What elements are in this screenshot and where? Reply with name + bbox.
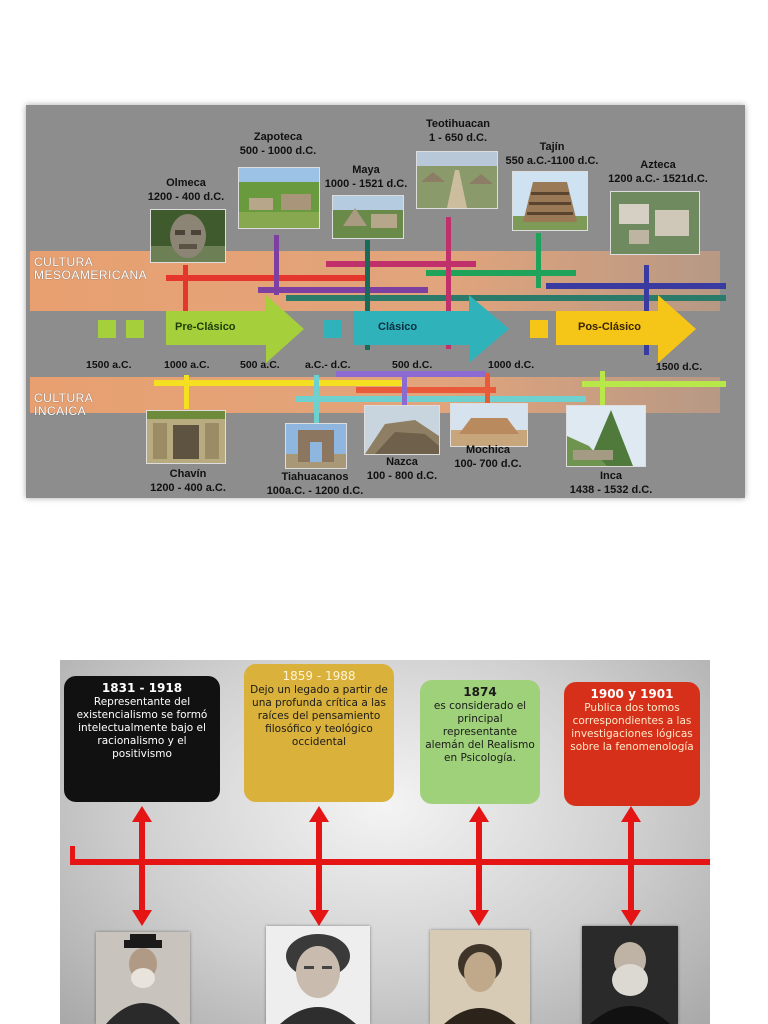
- year-tick-1500dc: 1500 d.C.: [656, 361, 703, 373]
- connector-arrow-4: [621, 806, 641, 926]
- preclasico-square-1: [98, 320, 116, 338]
- meso-line-olmeca: [166, 275, 366, 281]
- andean-line-mochica: [356, 387, 496, 393]
- culture-chavin: Chavín 1200 - 400 a.C.: [150, 468, 226, 494]
- clasico-square: [324, 320, 342, 338]
- meso-line-teotihuacan: [286, 295, 726, 301]
- clasico-arrow: [353, 295, 509, 363]
- culture-zapoteca: Zapoteca 500 - 1000 d.C.: [239, 131, 317, 157]
- andean-connector-chavin: [184, 375, 189, 409]
- portrait-3: [430, 930, 530, 1024]
- preclasico-label: Pre-Clásico: [175, 321, 236, 333]
- teotihuacan-avenue-photo: [416, 151, 498, 209]
- connector-arrow-2: [309, 806, 329, 926]
- event-card-1831: 1831 - 1918 Representante del existencia…: [64, 676, 220, 802]
- year-tick-acdc: a.C.- d.C.: [305, 359, 351, 371]
- andean-connector-inca: [600, 371, 605, 405]
- tiahuanaco-gate-photo: [285, 423, 347, 469]
- year-tick-1000ac: 1000 a.C.: [164, 359, 210, 371]
- year-tick-500dc: 500 d.C.: [392, 359, 433, 371]
- meso-connector-azteca: [644, 265, 649, 355]
- andean-connector-tiahuanaco: [314, 375, 319, 425]
- meso-connector-tajin: [536, 233, 541, 288]
- connector-arrow-1: [132, 806, 152, 926]
- culture-maya: Maya 1000 - 1521 d.C.: [324, 164, 408, 190]
- culture-azteca: Azteca 1200 a.C.- 1521d.C.: [608, 159, 708, 185]
- meso-line-maya: [326, 261, 476, 267]
- andean-connector-nazca: [402, 375, 407, 405]
- tajin-pyramid-photo: [512, 171, 588, 231]
- culture-inca: Inca 1438 - 1532 d.C.: [569, 470, 653, 496]
- culture-mochica: Mochica 100- 700 d.C.: [454, 444, 522, 470]
- andean-line-tiahuanaco: [296, 396, 586, 402]
- posclasico-label: Pos-Clásico: [578, 321, 641, 333]
- posclasico-square: [530, 320, 548, 338]
- culture-olmeca: Olmeca 1200 - 400 d.C.: [147, 177, 225, 203]
- culture-tajin: Tajín 550 a.C.-1100 d.C.: [505, 141, 599, 167]
- meso-connector-teotihuacan: [446, 217, 451, 349]
- andean-line-nazca: [336, 371, 486, 377]
- timeline-axis: [74, 859, 710, 865]
- meso-line-tajin: [426, 270, 576, 276]
- azteca-city-photo: [610, 191, 700, 255]
- portrait-4: [582, 926, 678, 1024]
- andean-line-inca: [582, 381, 726, 387]
- andean-connector-mochica: [485, 373, 490, 405]
- andean-line-chavin: [154, 380, 404, 386]
- year-tick-500ac: 500 a.C.: [240, 359, 280, 371]
- nazca-ruins-photo: [364, 405, 440, 455]
- portrait-1: [96, 932, 190, 1024]
- chavin-ruins-photo: [146, 410, 226, 464]
- meso-connector-olmeca: [183, 265, 188, 345]
- posclasico-arrow: [556, 295, 696, 363]
- event-card-1900: 1900 y 1901 Publica dos tomos correspond…: [564, 682, 700, 806]
- culture-tiahuanaco: Tiahuacanos 100a.C. - 1200 d.C.: [266, 471, 364, 497]
- year-tick-1500ac: 1500 a.C.: [86, 359, 132, 371]
- preclasico-square-2: [126, 320, 144, 338]
- philosophers-timeline: 1831 - 1918 Representante del existencia…: [60, 660, 710, 1024]
- meso-line-azteca: [546, 283, 726, 289]
- preclasico-arrow: [166, 295, 304, 363]
- meso-line-zapoteca: [258, 287, 428, 293]
- portrait-2: [266, 926, 370, 1024]
- event-card-1859: 1859 - 1988 Dejo un legado a partir de u…: [244, 664, 394, 802]
- olmeca-head-photo: [150, 209, 226, 263]
- band-incaica-label: CULTURA INCAICA: [34, 391, 94, 418]
- connector-arrow-3: [469, 806, 489, 926]
- clasico-label: Clásico: [378, 321, 418, 333]
- band-mesoamericana-label: CULTURA MESOAMERICANA: [34, 255, 148, 282]
- timeline-axis-start: [70, 846, 75, 865]
- maya-ruins-photo: [332, 195, 404, 239]
- zapoteca-ruins-photo: [238, 167, 320, 229]
- inca-machupicchu-photo: [566, 405, 646, 467]
- mesoamerican-andean-timeline: CULTURA MESOAMERICANA CULTURA INCAICA Pr…: [26, 105, 745, 498]
- event-card-1874: 1874 es considerado el principal represe…: [420, 680, 540, 804]
- culture-teotihuacan: Teotihuacan 1 - 650 d.C.: [426, 118, 490, 144]
- meso-connector-zapoteca: [274, 235, 279, 295]
- culture-nazca: Nazca 100 - 800 d.C.: [366, 456, 438, 482]
- meso-connector-maya: [365, 240, 370, 350]
- year-tick-1000dc: 1000 d.C.: [488, 359, 535, 371]
- mochica-pyramid-photo: [450, 403, 528, 447]
